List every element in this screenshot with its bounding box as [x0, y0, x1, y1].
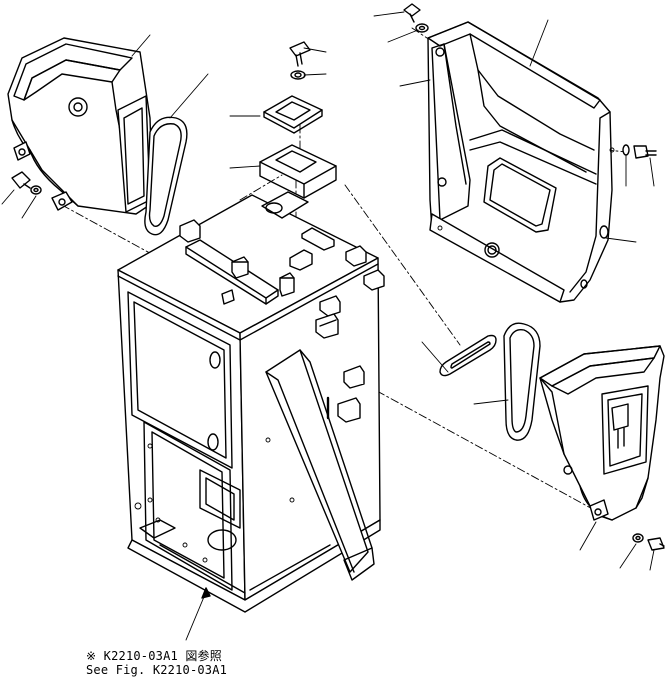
right-lower-fasteners: [632, 533, 665, 551]
right-lower-duct-panel: [539, 345, 665, 521]
right-upper-duct-panel: [427, 21, 615, 303]
reference-caption-japanese: ※ K2210-03A1 図参照: [86, 649, 222, 663]
right-seal: [503, 322, 541, 441]
callout-leaders: [1, 11, 655, 641]
front-pillar: [265, 349, 375, 581]
top-hardware: [259, 41, 337, 199]
small-gasket: [439, 334, 497, 377]
top-right-fasteners: [403, 3, 429, 33]
reference-caption-english: See Fig. K2210-03A1: [86, 663, 228, 677]
left-duct-panel: [7, 37, 153, 215]
right-upper-fasteners: [622, 144, 657, 159]
left-fasteners: [11, 171, 42, 195]
mounting-brackets: [179, 191, 385, 423]
left-seal: [144, 116, 188, 236]
